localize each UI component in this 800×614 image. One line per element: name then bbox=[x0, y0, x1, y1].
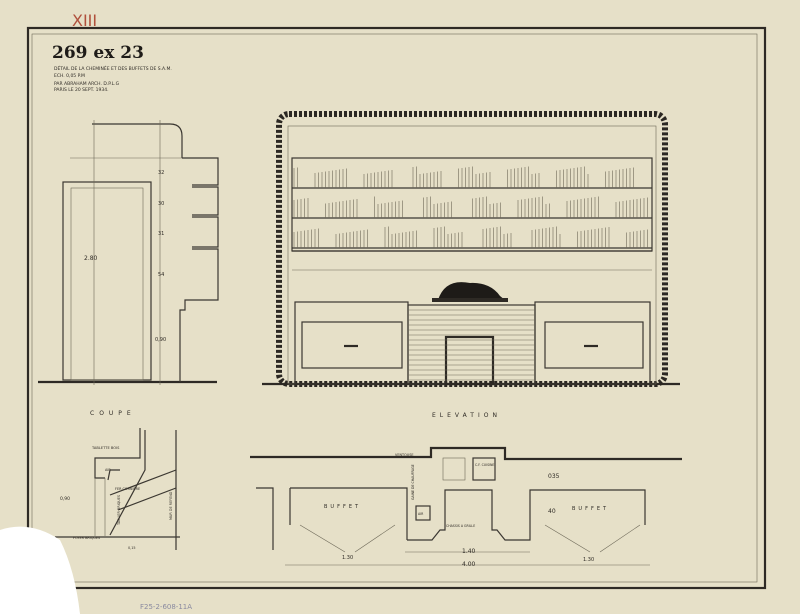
dim-32: 32 bbox=[158, 170, 164, 176]
section-title: COUPE bbox=[90, 410, 136, 417]
dim-31: 31 bbox=[158, 231, 164, 237]
inner-border bbox=[31, 33, 758, 583]
panther-sculpture bbox=[438, 282, 505, 300]
title-line-1: DÉTAIL DE LA CHEMINÉE ET DES BUFFETS DE … bbox=[54, 64, 172, 72]
dim-090: 0,90 bbox=[155, 337, 166, 343]
dim-140: 1.40 bbox=[462, 548, 476, 555]
label-buffet-left: BUFFET bbox=[324, 504, 361, 510]
side-section-view: 32 30 31 54 2.80 0,90 bbox=[38, 120, 219, 385]
label-dim-015: 0,15 bbox=[128, 546, 136, 550]
label-tablier: TABLIER BRIQUES bbox=[117, 495, 121, 526]
label-air: AIR bbox=[105, 468, 111, 472]
dim-40: 40 bbox=[548, 508, 556, 515]
dim-035: 035 bbox=[548, 473, 560, 480]
label-buffet-right: BUFFET bbox=[572, 506, 609, 512]
floor-plan: BUFFET BUFFET VENTOUSE C.F. CUISINE GAIN… bbox=[250, 446, 682, 568]
dim-54: 54 bbox=[158, 272, 164, 278]
label-plan-air: AIR bbox=[418, 512, 424, 516]
label-foyer: FOYER BRIQUES bbox=[73, 536, 100, 540]
label-chassis: CHASSIS A GRILLE bbox=[446, 524, 475, 528]
label-mur: MUR DE REFEND bbox=[169, 491, 173, 520]
sheet-mark: XIII bbox=[72, 11, 97, 30]
label-dim-090: 0,90 bbox=[60, 496, 70, 502]
dim-130-left: 1.30 bbox=[342, 555, 353, 561]
coupe-section: TABLETTE BOIS AIR FER CORNIÈRE FOYER BRI… bbox=[55, 428, 180, 550]
dim-130-right: 1.30 bbox=[583, 557, 594, 563]
label-conduit: C.F. CUISINE bbox=[475, 463, 494, 467]
label-gaine: GAINE DE CHAUFFAGE bbox=[411, 464, 415, 500]
fireplace-elevation bbox=[262, 111, 680, 387]
dim-280: 2.80 bbox=[84, 255, 98, 262]
archive-reference: F25-2-608-11A bbox=[140, 603, 192, 611]
label-tablette: TABLETTE BOIS bbox=[91, 446, 120, 450]
title-line-2: ECH. 0,05 P.M bbox=[54, 73, 85, 79]
label-ventouse: VENTOUSE bbox=[395, 453, 414, 457]
drawing-number: 269 ex 23 bbox=[52, 43, 144, 63]
torn-paper-corner bbox=[0, 526, 80, 614]
dim-30: 30 bbox=[158, 201, 164, 207]
label-fer: FER CORNIÈRE bbox=[115, 486, 140, 491]
outer-border bbox=[26, 26, 767, 590]
elevation-title: ELEVATION bbox=[432, 412, 501, 419]
title-line-4: PARIS LE 20 SEPT. 1934. bbox=[54, 87, 109, 93]
dim-400: 4.00 bbox=[462, 561, 476, 568]
title-line-3: PAR ABRAHAM ARCH. D.P.L.G bbox=[54, 81, 120, 87]
